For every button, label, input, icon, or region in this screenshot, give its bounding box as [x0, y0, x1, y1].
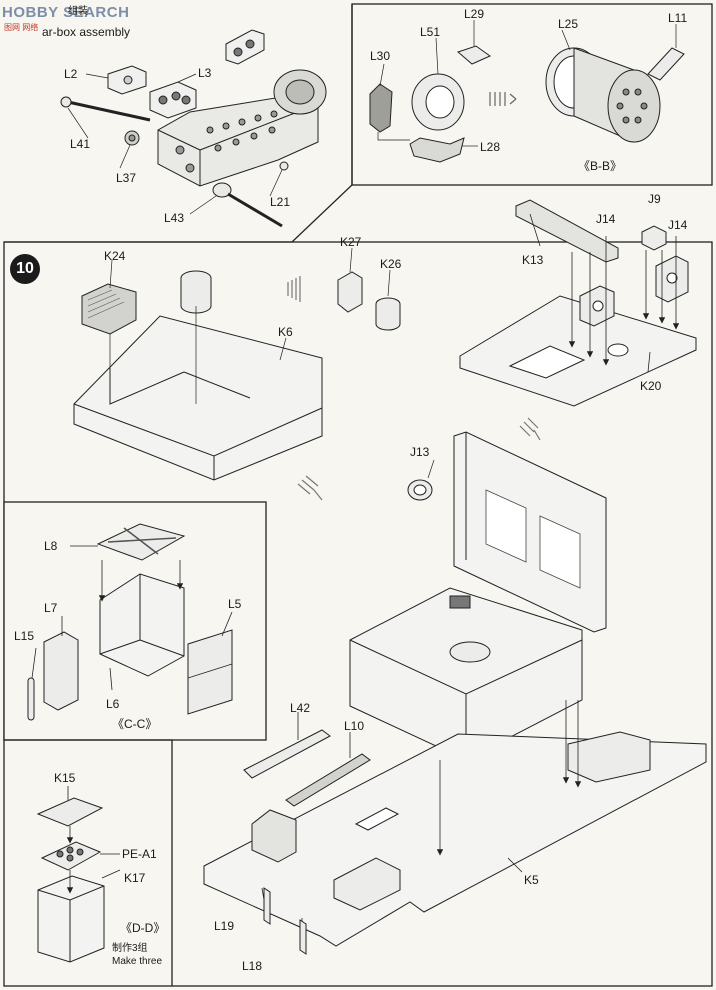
part-label-l30: L30 — [370, 49, 391, 63]
part-label-l11: L11 — [668, 11, 688, 25]
j13-wall-drawing — [407, 431, 607, 633]
watermark-logo: HOBBY SEARCH — [2, 4, 130, 21]
gearbox-drawing — [60, 29, 327, 228]
gearbox-title: ar-box assembly — [42, 25, 131, 39]
dd-drawing — [36, 786, 121, 963]
part-label-l42: L42 — [290, 701, 311, 715]
part-label-j14-left: J14 — [596, 212, 616, 226]
part-label-k15: K15 — [54, 771, 76, 785]
part-label-l10: L10 — [344, 719, 365, 733]
part-label-l43: L43 — [164, 211, 185, 225]
part-label-j9: J9 — [648, 192, 661, 206]
part-label-k27: K27 — [340, 235, 362, 249]
part-label-l2: L2 — [64, 67, 78, 81]
part-label-j13: J13 — [410, 445, 430, 459]
cc-drawing — [27, 523, 233, 721]
part-label-k20: K20 — [640, 379, 662, 393]
part-label-l19: L19 — [214, 919, 235, 933]
part-label-l51: L51 — [420, 25, 441, 39]
part-label-l29: L29 — [464, 7, 485, 21]
k20-drawing — [459, 199, 697, 441]
gearbox-title-cn: 组装 — [68, 6, 88, 17]
k5-drawing — [203, 700, 707, 955]
part-label-l41: L41 — [70, 137, 91, 151]
part-label-k24: K24 — [104, 249, 126, 263]
part-label-k13: K13 — [522, 253, 544, 267]
part-label-k5: K5 — [524, 873, 539, 887]
k27-k26-drawing — [337, 247, 401, 331]
part-label-l6: L6 — [106, 697, 120, 711]
watermark-subtitle: 图网 网络 — [4, 23, 39, 32]
part-label-k17: K17 — [124, 871, 146, 885]
part-label-l5: L5 — [228, 597, 242, 611]
view-caption-bb: 《B-B》 — [578, 159, 623, 173]
step-number-badge: 10 — [10, 254, 40, 284]
part-label-l8: L8 — [44, 539, 58, 553]
part-label-j14-right: J14 — [668, 218, 688, 232]
part-label-l21: L21 — [270, 195, 291, 209]
part-label-l7: L7 — [44, 601, 58, 615]
make-three-cn: 制作3组 — [112, 943, 148, 954]
part-label-l28: L28 — [480, 140, 501, 154]
part-label-k6: K6 — [278, 325, 293, 339]
k6-drawing — [73, 259, 323, 501]
part-label-l18: L18 — [242, 959, 263, 973]
part-label-l3: L3 — [198, 66, 212, 80]
engine-deck-drawing — [349, 587, 583, 761]
part-label-l15: L15 — [14, 629, 35, 643]
part-label-l37: L37 — [116, 171, 137, 185]
part-label-l25: L25 — [558, 17, 579, 31]
part-label-k26: K26 — [380, 257, 402, 271]
make-three-note: Make three — [112, 956, 163, 967]
part-label-pe-a1: PE-A1 — [122, 847, 157, 861]
view-caption-cc: 《C-C》 — [112, 717, 158, 731]
bb-drawing — [369, 20, 685, 163]
view-caption-dd: 《D-D》 — [120, 921, 166, 935]
